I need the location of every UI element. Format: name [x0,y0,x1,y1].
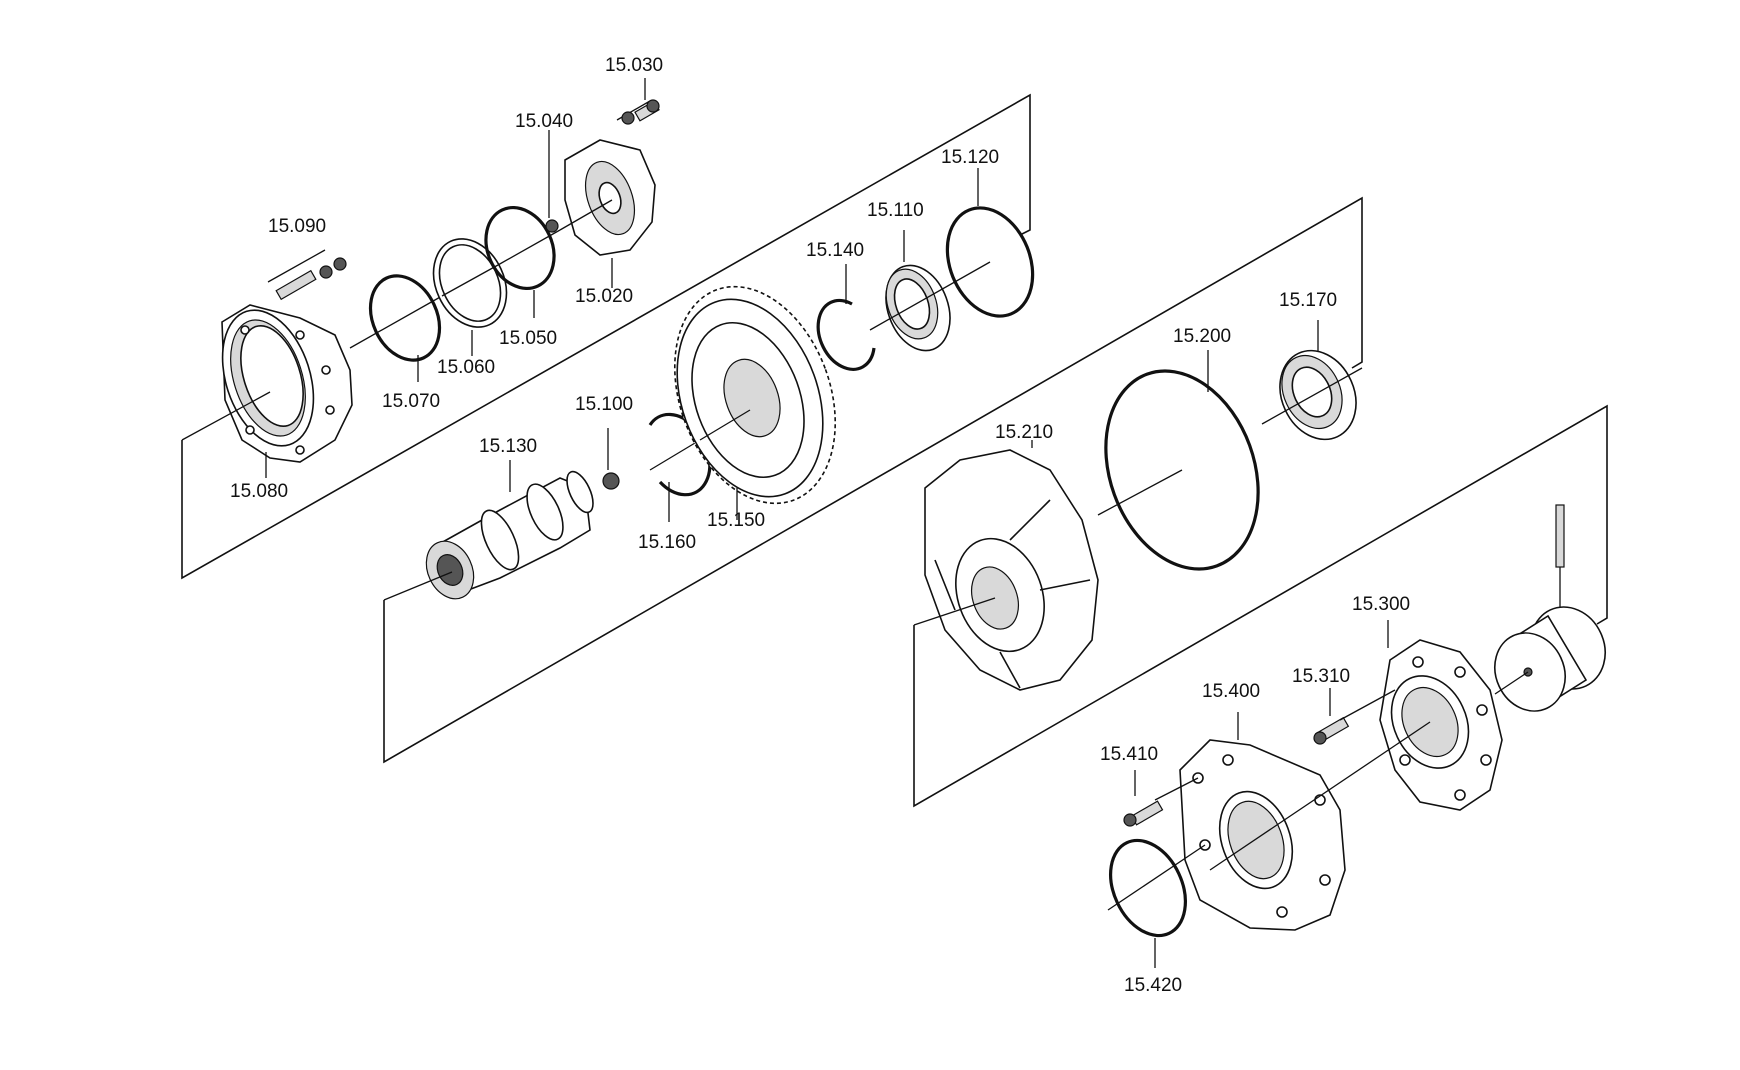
label-15150: 15.150 [707,510,765,531]
part-plate-15300 [1379,620,1503,811]
label-15060: 15.060 [437,357,495,378]
part-housing-15210 [913,440,1099,691]
label-15170: 15.170 [1279,290,1337,311]
label-15200: 15.200 [1173,326,1231,347]
part-ring-15070 [349,274,443,382]
part-oring-15050 [484,206,561,318]
group-boundary-1 [181,93,1031,580]
part-bearing-15110 [869,230,991,352]
label-15030: 15.030 [605,55,663,76]
label-15160: 15.160 [638,532,696,553]
label-15110: 15.110 [867,200,924,221]
part-plate-15400 [1179,712,1431,931]
part-labels: 15.030 15.040 15.120 15.110 15.090 15.14… [230,55,1410,996]
label-15210: 15.210 [995,422,1053,443]
label-15040: 15.040 [515,111,573,132]
part-snapring-15140 [816,264,876,371]
part-bolt-15030 [616,78,660,125]
part-cylinder [1494,606,1606,712]
part-pin [1555,504,1565,618]
part-stud-15090 [267,249,347,301]
group-boundary-3 [913,404,1608,808]
part-oring-15420 [1107,838,1206,968]
label-15400: 15.400 [1202,681,1260,702]
part-nut-15040 [545,130,559,233]
label-15420: 15.420 [1124,975,1182,996]
label-15130: 15.130 [479,436,537,457]
part-bearing-15170 [1261,320,1363,441]
part-oring-15200 [1097,350,1260,571]
part-oring-15120 [945,168,1035,318]
group-boundary-2 [383,196,1363,764]
label-15410: 15.410 [1100,744,1158,765]
label-15050: 15.050 [499,328,557,349]
label-15310: 15.310 [1292,666,1350,687]
part-bolt-15310 [1313,688,1396,745]
part-gear-15150 [673,285,837,520]
label-15100: 15.100 [575,394,633,415]
label-15090: 15.090 [268,216,326,237]
part-nut-15100 [602,428,620,490]
part-cover-15020 [559,139,656,288]
part-housing-15080 [181,304,353,478]
label-15300: 15.300 [1352,594,1410,615]
part-ring-15060 [432,238,508,356]
label-15120: 15.120 [941,147,999,168]
label-15080: 15.080 [230,481,288,502]
part-bolt-15410 [1123,770,1199,827]
label-15020: 15.020 [575,286,633,307]
label-15140: 15.140 [806,240,864,261]
label-15070: 15.070 [382,391,440,412]
part-shaft-15130 [383,460,594,601]
